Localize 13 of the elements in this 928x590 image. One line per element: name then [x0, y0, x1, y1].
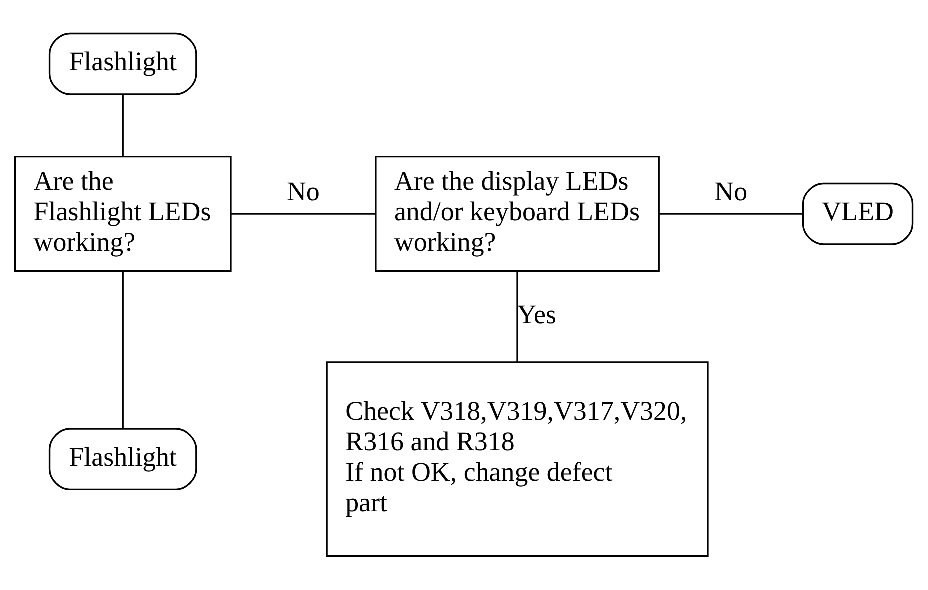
node-box: VLED: [802, 182, 914, 246]
connector: [122, 272, 124, 429]
node-box: Are the Flashlight LEDs working?: [14, 156, 232, 272]
node-box: Check V318,V319,V317,V320, R316 and R318 If not OK, change defect part: [326, 362, 709, 558]
node-box: Flashlight: [48, 32, 198, 96]
connector: [231, 213, 376, 215]
edge-label: No: [286, 176, 320, 206]
node-box: Are the display LEDs and/or keyboard LEDs working?: [375, 156, 660, 272]
connector: [659, 213, 802, 215]
connector: [122, 94, 124, 157]
node-box: Flashlight: [48, 428, 198, 491]
connector: [516, 272, 518, 362]
edge-label: No: [714, 176, 748, 206]
